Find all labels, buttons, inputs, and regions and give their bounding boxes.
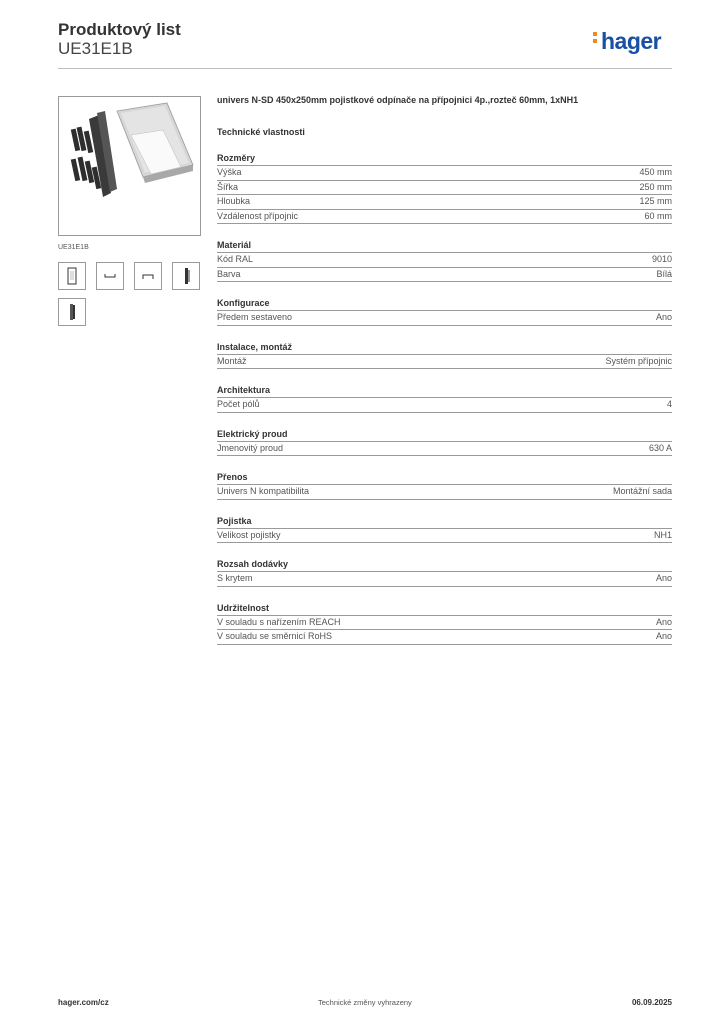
property-row: Vzdálenost přípojnic 60 mm — [217, 210, 672, 224]
property-group-title: Architektura — [217, 385, 672, 398]
property-label: Hloubka — [217, 196, 251, 206]
footer-date: 06.09.2025 — [631, 998, 672, 1007]
property-value: Ano — [655, 631, 672, 641]
property-group-title: Přenos — [217, 472, 672, 485]
thumbnail-bottom-view[interactable] — [134, 262, 162, 290]
property-value: Ano — [655, 616, 672, 627]
property-row: Barva Bílá — [217, 268, 672, 282]
enclosure-top-icon — [104, 274, 116, 278]
property-value: 9010 — [651, 254, 672, 264]
property-label: Předem sestaveno — [217, 312, 293, 322]
property-label: Kód RAL — [217, 254, 254, 264]
property-value: Montážní sada — [612, 486, 672, 496]
property-value: 4 — [666, 399, 672, 409]
property-value: Bílá — [656, 268, 672, 279]
property-label: Univers N kompatibilita — [217, 486, 310, 496]
thumbnail-side-view-2[interactable] — [58, 298, 86, 326]
property-group-title: Materiál — [217, 240, 672, 253]
property-label: S krytem — [217, 573, 253, 583]
property-value: 60 mm — [644, 210, 672, 221]
property-label: V souladu s nařízením REACH — [217, 616, 341, 627]
footer-note: Technické změny vyhrazeny — [318, 998, 412, 1007]
enclosure-side-2-icon — [70, 304, 75, 320]
property-group-title: Rozměry — [217, 153, 672, 166]
thumbnail-front-view[interactable] — [58, 262, 86, 290]
property-row: Výška 450 mm — [217, 166, 672, 181]
property-row: S krytem Ano — [217, 572, 672, 587]
property-row: Velikost pojistky NH1 — [217, 529, 672, 543]
property-label: Vzdálenost přípojnic — [217, 210, 299, 221]
property-label: V souladu se směrnicí RoHS — [217, 631, 333, 641]
property-value: 630 A — [648, 442, 672, 453]
thumbnail-side-view[interactable] — [172, 262, 200, 290]
technical-properties-title: Technické vlastnosti — [217, 127, 305, 137]
footer-website-link[interactable]: hager.com/cz — [58, 998, 109, 1007]
property-label: Velikost pojistky — [217, 529, 281, 540]
property-label: Počet pólů — [217, 399, 260, 409]
property-group-title: Elektrický proud — [217, 429, 672, 442]
logo-text: hager — [601, 28, 662, 54]
enclosure-bottom-icon — [142, 274, 154, 279]
property-label: Montáž — [217, 355, 247, 366]
property-group-title: Pojistka — [217, 516, 672, 529]
property-row: Hloubka 125 mm — [217, 195, 672, 210]
property-row: V souladu s nařízením REACH Ano — [217, 616, 672, 630]
property-group-title: Konfigurace — [217, 298, 672, 311]
page-title: Produktový list — [58, 20, 181, 39]
header-divider — [58, 68, 672, 69]
enclosure-front-icon — [67, 267, 77, 285]
property-group-title: Udržitelnost — [217, 603, 672, 616]
property-row: Jmenovitý proud 630 A — [217, 442, 672, 456]
property-row: Montáž Systém přípojnic — [217, 355, 672, 369]
property-label: Barva — [217, 268, 241, 279]
property-value: Ano — [655, 312, 672, 322]
logo-colon-icon — [593, 29, 598, 46]
property-group-title: Rozsah dodávky — [217, 559, 672, 572]
property-label: Výška — [217, 167, 242, 177]
property-group-title: Instalace, montáž — [217, 342, 672, 355]
property-row: V souladu se směrnicí RoHS Ano — [217, 630, 672, 645]
property-value: 125 mm — [639, 196, 672, 206]
property-label: Šířka — [217, 181, 239, 192]
property-value: Systém přípojnic — [605, 355, 672, 366]
property-value: 450 mm — [639, 167, 672, 177]
property-row: Šířka 250 mm — [217, 181, 672, 195]
property-value: NH1 — [653, 529, 672, 540]
thumbnail-top-view[interactable] — [96, 262, 124, 290]
product-code: UE31E1B — [58, 39, 133, 58]
property-value: 250 mm — [639, 181, 672, 192]
property-value: Ano — [655, 573, 672, 583]
image-caption: UE31E1B — [58, 244, 89, 251]
enclosure-side-icon — [185, 268, 190, 284]
property-row: Univers N kompatibilita Montážní sada — [217, 485, 672, 500]
product-details: univers N-SD 450x250mm pojistkové odpína… — [217, 94, 672, 645]
property-label: Jmenovitý proud — [217, 442, 284, 453]
product-illustration-icon — [70, 102, 194, 197]
property-row: Kód RAL 9010 — [217, 253, 672, 268]
hager-logo: hager — [593, 28, 662, 55]
property-row: Počet pólů 4 — [217, 398, 672, 413]
product-description: univers N-SD 450x250mm pojistkové odpína… — [217, 95, 579, 105]
product-image — [58, 96, 201, 236]
property-row: Předem sestaveno Ano — [217, 311, 672, 326]
